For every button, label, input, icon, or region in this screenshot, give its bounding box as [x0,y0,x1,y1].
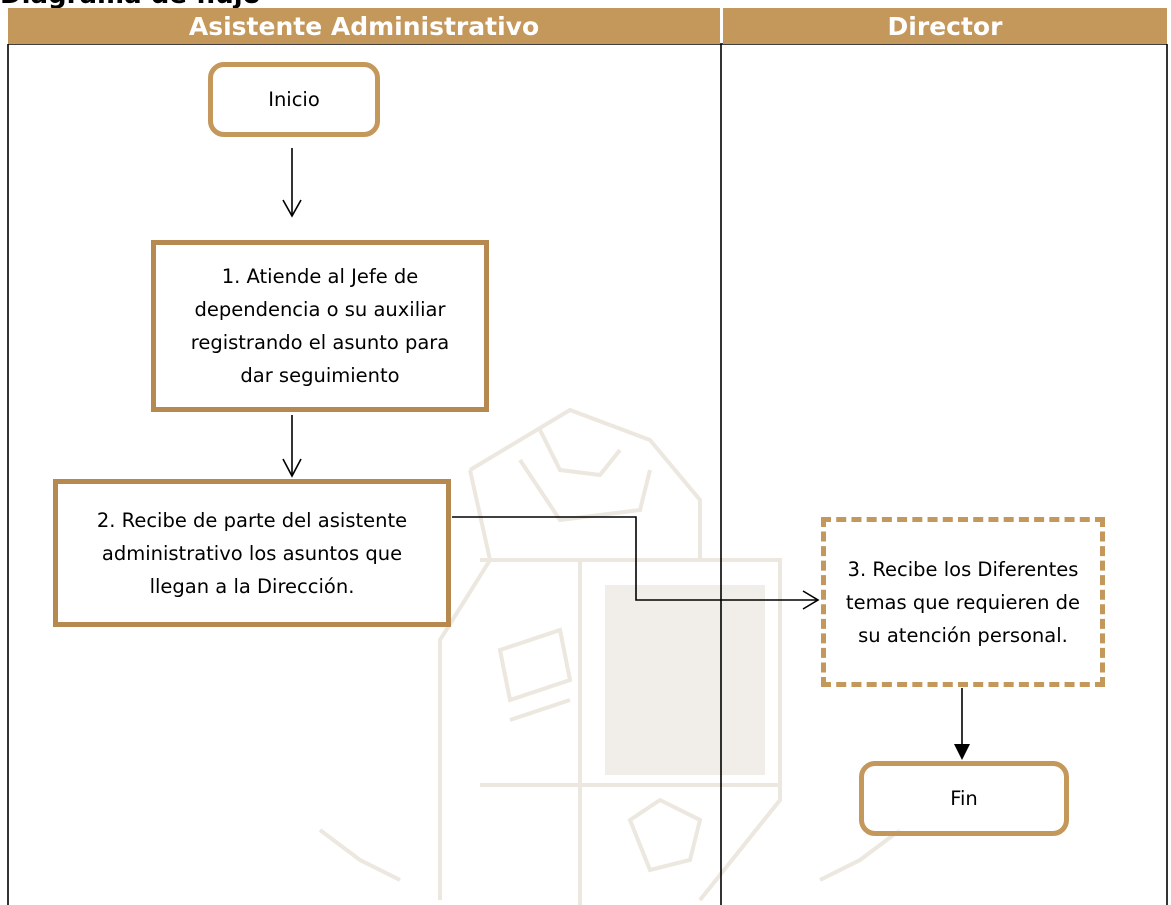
lane-header-director: Director [723,8,1167,44]
process-step-3: 3. Recibe los Diferentes temas que requi… [821,517,1105,687]
process-step-2: 2. Recibe de parte del asistente adminis… [53,479,451,627]
page-heading: Diagrama de flujo [0,0,261,10]
start-terminator: Inicio [208,62,380,137]
lane-header-asistente: Asistente Administrativo [8,8,720,44]
process-step-1: 1. Atiende al Jefe de dependencia o su a… [151,240,489,412]
end-terminator: Fin [859,761,1069,836]
